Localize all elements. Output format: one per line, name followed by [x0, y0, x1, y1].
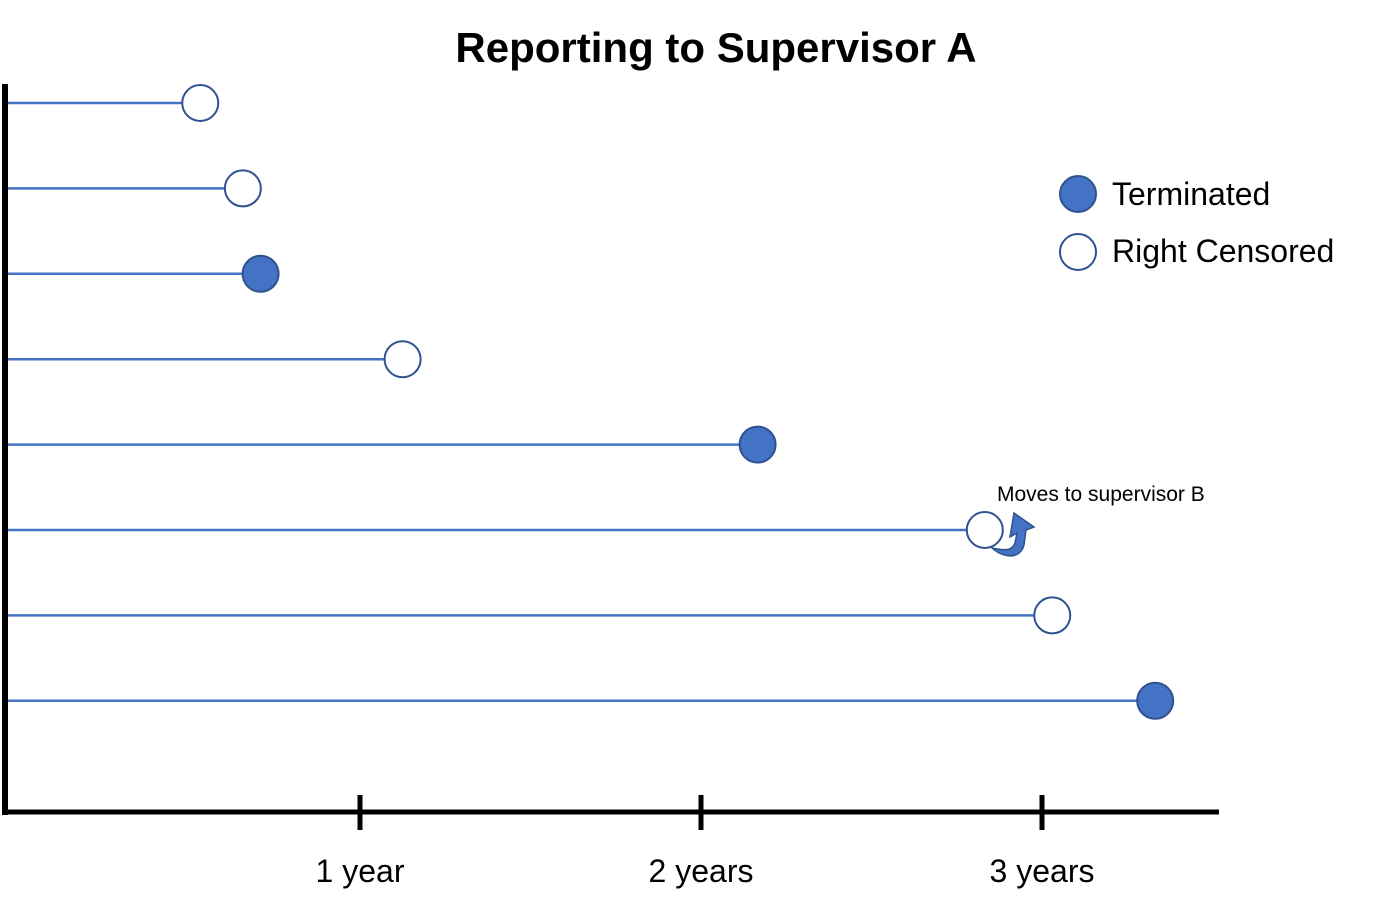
censored-marker [383, 340, 422, 379]
legend-censored-marker [1059, 233, 1097, 271]
subject-lines [5, 101, 1156, 703]
terminated-marker [241, 254, 280, 293]
legend-censored-label: Right Censored [1112, 233, 1334, 269]
x-axis-ticks: 1 year 2 years 3 years [316, 795, 1095, 889]
censored-marker [965, 511, 1004, 549]
x-tick-label: 1 year [316, 853, 405, 889]
x-tick-label: 2 years [649, 853, 754, 889]
censored-marker [1033, 596, 1072, 635]
annotation: Moves to supervisor B [989, 483, 1205, 557]
censored-marker [181, 84, 220, 122]
curved-arrow-icon [989, 511, 1036, 557]
chart-title: Reporting to Supervisor A [455, 24, 976, 71]
censored-marker [223, 169, 262, 208]
terminated-marker [738, 425, 777, 464]
legend-terminated-marker [1059, 175, 1097, 213]
x-tick-label: 3 years [990, 853, 1095, 889]
event-markers [181, 84, 1175, 720]
legend: Terminated Right Censored [1059, 175, 1334, 271]
annotation-label: Moves to supervisor B [997, 483, 1205, 506]
legend-terminated-label: Terminated [1112, 176, 1270, 212]
terminated-marker [1136, 681, 1175, 720]
